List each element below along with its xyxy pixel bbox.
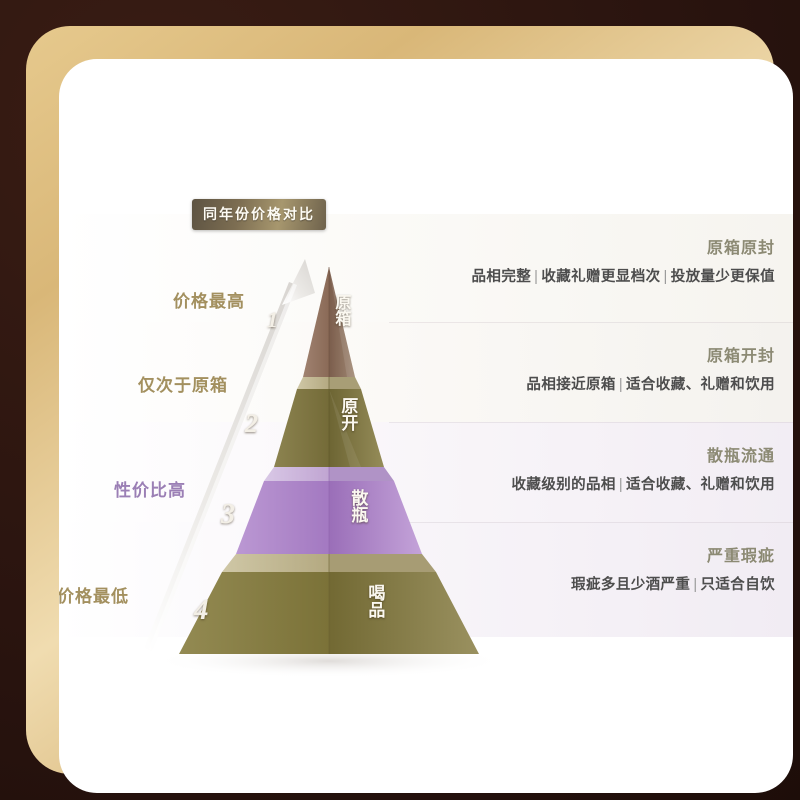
tier-4-point-2: 只适合自饮 [700, 577, 775, 593]
tier-4-sep-1: | [693, 577, 698, 593]
left-label-price-highest: 价格最高 [173, 292, 245, 311]
tier-2-heading: 原箱开封 [706, 348, 775, 365]
pyramid-svg [151, 267, 507, 678]
row-separator-3 [389, 522, 793, 523]
left-label-price-lowest: 价格最低 [59, 587, 129, 606]
tier-3-point-2: 适合收藏、礼赠和饮用 [626, 477, 775, 493]
diagram-canvas: 价格最高 仅次于原箱 性价比高 价格最低 同年份价格对比 [59, 59, 793, 793]
tier-4-points: 瑕疵多且少酒严重|只适合自饮 [571, 573, 775, 594]
left-label-second-to-original: 仅次于原箱 [138, 376, 228, 395]
row-separator-1 [389, 322, 793, 323]
tier-2-sep-1: | [618, 377, 623, 393]
tier-1-description: 原箱原封 品相完整|收藏礼赠更显档次|投放量少更保值 [472, 234, 775, 286]
tier-2-points: 品相接近原箱|适合收藏、礼赠和饮用 [526, 373, 775, 394]
tier-2-point-2: 适合收藏、礼赠和饮用 [626, 377, 775, 393]
same-vintage-price-comparison-badge[interactable]: 同年份价格对比 [192, 199, 326, 230]
tier-1-point-3: 投放量少更保值 [670, 269, 775, 285]
tier-1-points: 品相完整|收藏礼赠更显档次|投放量少更保值 [472, 265, 775, 286]
tier-3-description: 散瓶流通 收藏级别的品相|适合收藏、礼赠和饮用 [512, 442, 775, 494]
tier-2-point-1: 品相接近原箱 [526, 377, 616, 393]
tier-4-heading: 严重瑕疵 [706, 548, 775, 565]
tier-1-point-2: 收藏礼赠更显档次 [541, 269, 661, 285]
tier-1-sep-2: | [663, 269, 668, 285]
price-tier-pyramid: 1 2 3 4 原箱 原开 散瓶 喝品 [114, 209, 544, 679]
tier-3-sep-1: | [618, 477, 623, 493]
left-label-value-for-money: 性价比高 [114, 481, 186, 500]
tier-1-heading: 原箱原封 [706, 240, 775, 257]
tier-4-description: 严重瑕疵 瑕疵多且少酒严重|只适合自饮 [571, 542, 775, 594]
tier-2-description: 原箱开封 品相接近原箱|适合收藏、礼赠和饮用 [526, 342, 775, 394]
row-separator-2 [389, 422, 793, 423]
tier-4-point-1: 瑕疵多且少酒严重 [571, 577, 691, 593]
tier-3-heading: 散瓶流通 [706, 448, 775, 465]
tier-1-sep-1: | [534, 269, 539, 285]
tier-3-points: 收藏级别的品相|适合收藏、礼赠和饮用 [512, 473, 775, 494]
tier-1-point-1: 品相完整 [471, 269, 532, 285]
tier-3-point-1: 收藏级别的品相 [511, 477, 616, 493]
gold-border: 价格最高 仅次于原箱 性价比高 价格最低 同年份价格对比 [26, 26, 793, 793]
